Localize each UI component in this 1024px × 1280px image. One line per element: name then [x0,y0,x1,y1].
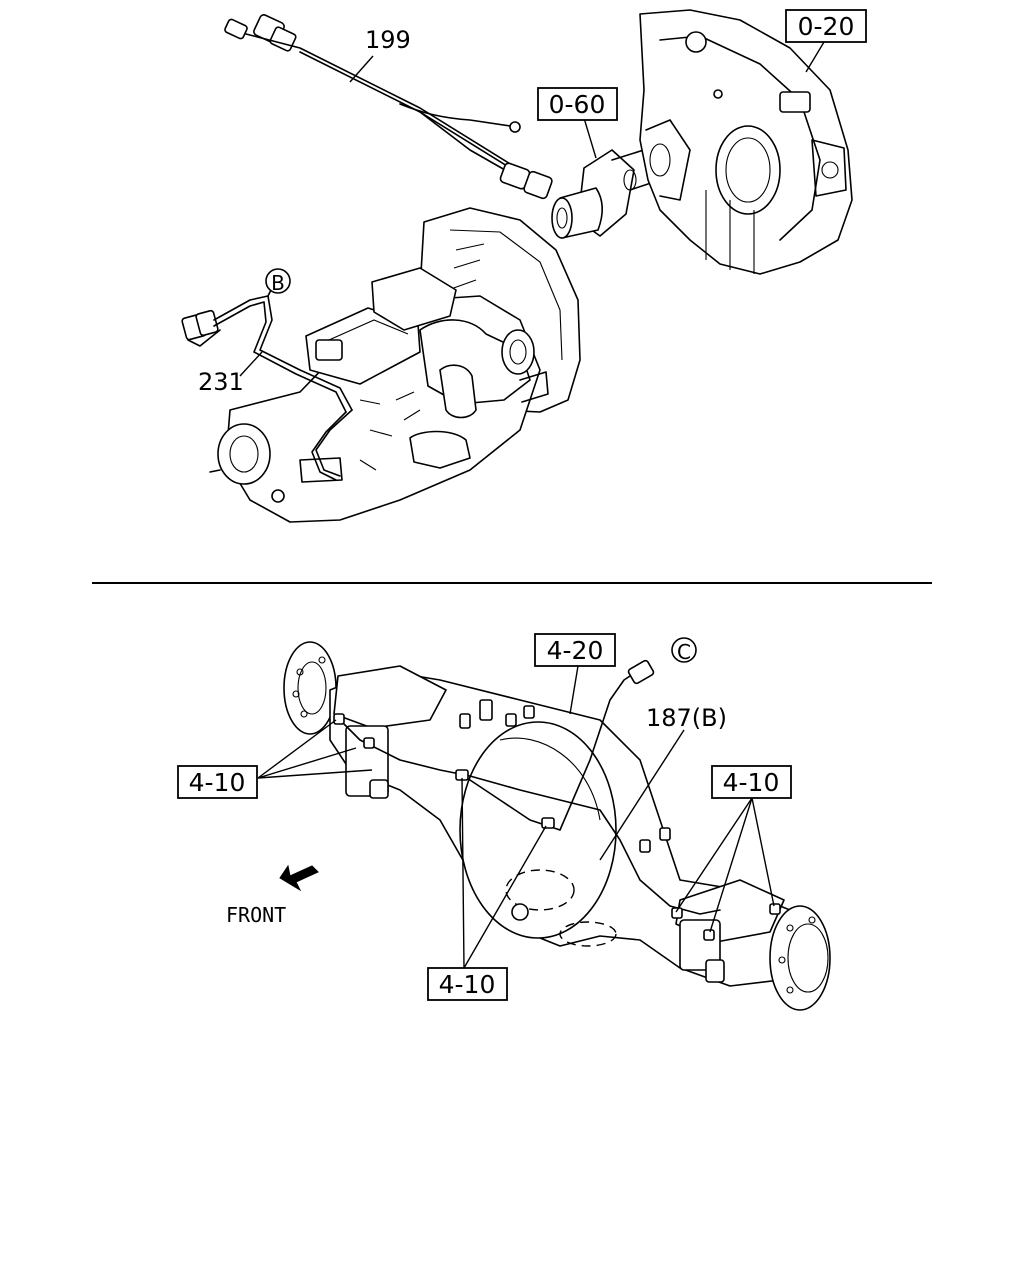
wire-harness-187b[interactable] [333,659,781,941]
ref-box-4-10-bottom[interactable]: 4-10 [427,967,508,1001]
ref-box-0-20[interactable]: 0-20 [785,9,867,43]
svg-text:4-10: 4-10 [723,768,780,797]
ref-box-4-10-right[interactable]: 4-10 [711,765,792,799]
flywheel-housing[interactable] [639,9,853,275]
starter-assembly[interactable] [551,147,661,239]
svg-text:B: B [271,271,285,295]
svg-text:0-20: 0-20 [798,12,855,41]
svg-text:0-60: 0-60 [549,90,606,119]
wire-harness-199[interactable] [224,14,553,200]
svg-text:C: C [677,640,691,664]
label-front: FRONT [226,903,286,927]
svg-text:4-10: 4-10 [189,768,246,797]
ref-box-4-10-left[interactable]: 4-10 [177,765,258,799]
label-187b: 187(B) [646,704,727,732]
wire-harness-231[interactable] [181,287,353,481]
ref-box-4-20[interactable]: 4-20 [534,633,616,667]
rear-axle-housing[interactable] [283,641,831,1011]
connector-callout-b[interactable]: B [265,268,291,295]
ref-box-0-60[interactable]: 0-60 [537,87,618,121]
svg-text:4-20: 4-20 [547,636,604,665]
label-231: 231 [198,368,244,396]
svg-text:4-10: 4-10 [439,970,496,999]
connector-callout-c[interactable]: C [671,637,697,664]
front-arrow-icon [279,864,319,892]
label-199: 199 [365,26,411,54]
transmission-assembly[interactable] [209,207,581,523]
